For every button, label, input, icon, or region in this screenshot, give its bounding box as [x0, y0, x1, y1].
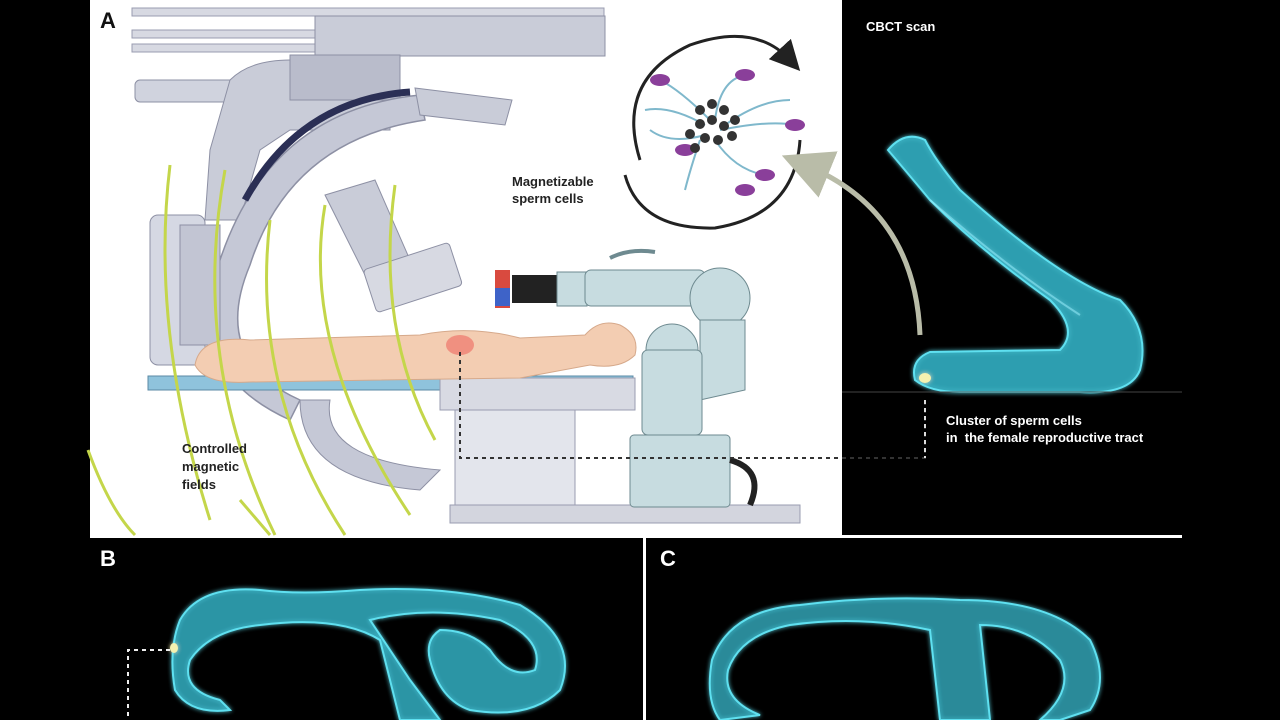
panel-letter-c: C	[660, 546, 676, 571]
magnetic-field-lines	[86, 164, 437, 537]
panel-letter-a: A	[100, 8, 116, 33]
cluster-label-line1: Cluster of sperm cells	[946, 413, 1082, 428]
curved-arrow	[781, 151, 923, 336]
robot-arm	[495, 248, 758, 508]
dashed-connector	[459, 352, 926, 459]
fields-label-line2: magnetic	[182, 459, 239, 474]
panel-b-c-divider	[643, 538, 646, 720]
cbct-tract	[886, 135, 1144, 394]
panel-c-tract	[708, 597, 1101, 720]
cbct-scan-label: CBCT scan	[866, 19, 935, 34]
patient-table	[147, 375, 801, 524]
sperm-cluster-inset	[623, 34, 805, 230]
fields-label-line3: fields	[182, 477, 216, 492]
magnetizable-label-line2: sperm cells	[512, 191, 584, 206]
panel-b-tract	[170, 588, 566, 720]
panel-b-dashed-connector	[127, 649, 170, 720]
panel-letter-b: B	[100, 546, 116, 571]
fields-label-line1: Controlled	[182, 441, 247, 456]
panel-divider	[90, 535, 1182, 538]
cluster-label-line2: in the female reproductive tract	[946, 430, 1144, 445]
magnetizable-label-line1: Magnetizable	[512, 174, 594, 189]
patient	[194, 322, 637, 383]
